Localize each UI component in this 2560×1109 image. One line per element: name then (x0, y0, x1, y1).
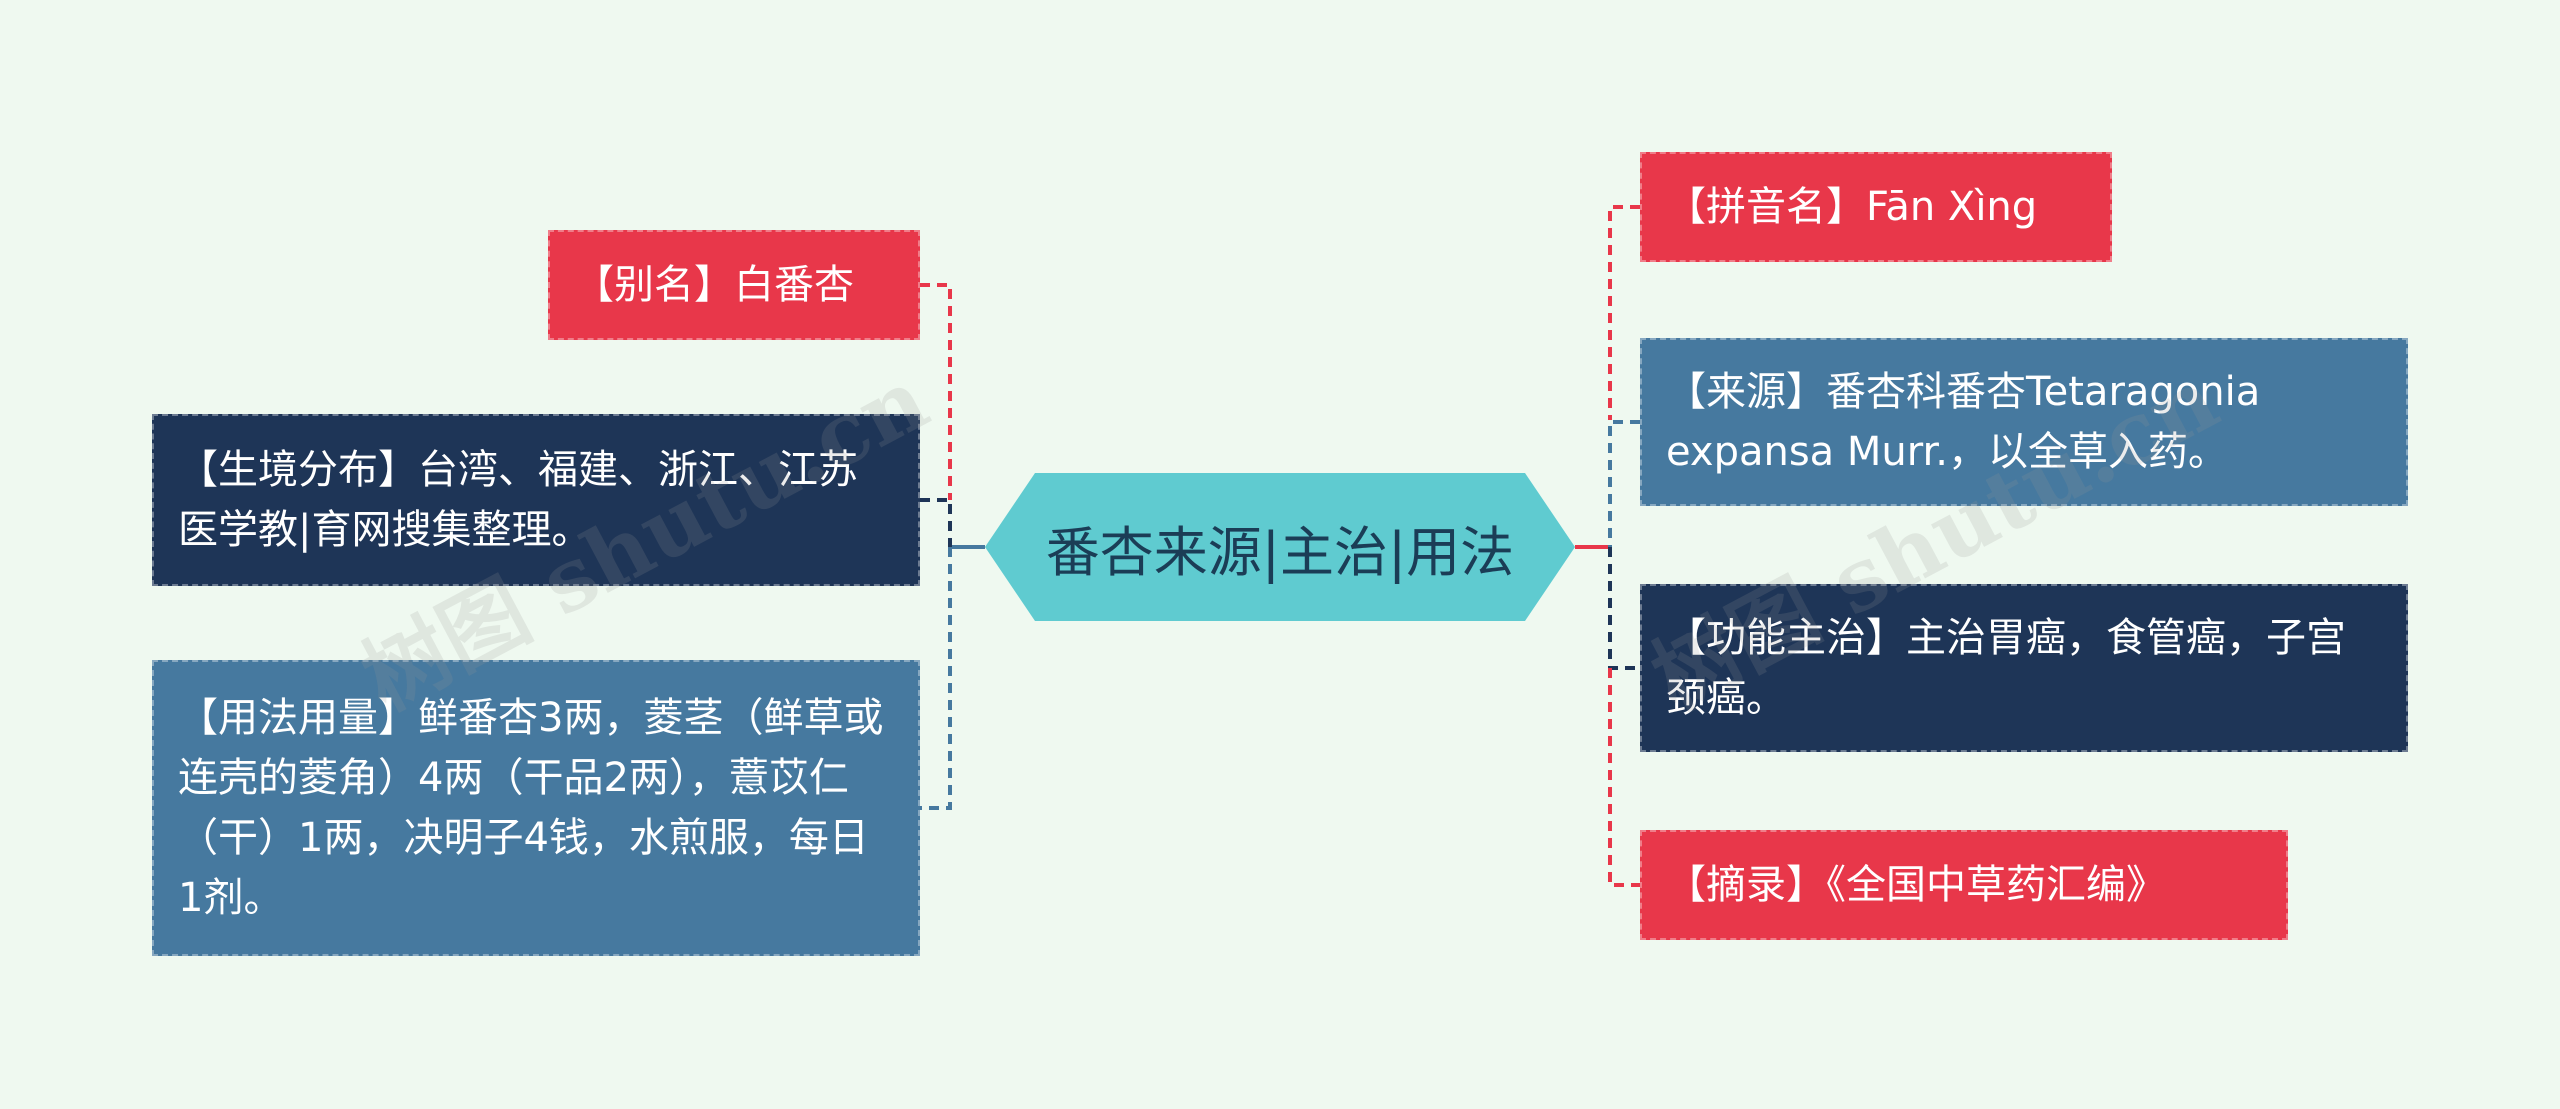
node-excerpt-text: 【摘录】《全国中草药汇编》 (1666, 862, 2166, 908)
connector-pinyin (1608, 205, 1640, 420)
node-source[interactable]: 【来源】番杏科番杏Tetaragonia expansa Murr.，以全草入药… (1640, 338, 2408, 506)
central-topic-label: 番杏来源|主治|用法 (1045, 520, 1515, 584)
node-pinyin-text: 【拼音名】Fān Xìng (1666, 184, 2038, 230)
node-excerpt[interactable]: 【摘录】《全国中草药汇编》 (1640, 830, 2288, 940)
connector-habitat (920, 498, 952, 547)
node-habitat[interactable]: 【生境分布】台湾、福建、浙江、江苏医学教|育网搜集整理。 (152, 414, 920, 586)
node-alias-text: 【别名】白番杏 (574, 262, 854, 308)
node-function-text: 【功能主治】主治胃癌，食管癌，子宫颈癌。 (1666, 615, 2346, 721)
node-alias[interactable]: 【别名】白番杏 (548, 230, 920, 340)
central-topic[interactable]: 番杏来源|主治|用法 (985, 473, 1575, 621)
node-function[interactable]: 【功能主治】主治胃癌，食管癌，子宫颈癌。 (1640, 584, 2408, 752)
node-pinyin[interactable]: 【拼音名】Fān Xìng (1640, 152, 2112, 262)
connector-usage (920, 547, 952, 810)
node-habitat-text: 【生境分布】台湾、福建、浙江、江苏医学教|育网搜集整理。 (178, 447, 858, 553)
connector-alias (920, 283, 952, 500)
connector-excerpt (1608, 668, 1640, 887)
node-usage-text: 【用法用量】鲜番杏3两，菱茎（鲜草或连壳的菱角）4两（干品2两），薏苡仁（干）1… (178, 695, 884, 921)
connector-function (1608, 547, 1640, 670)
node-source-text: 【来源】番杏科番杏Tetaragonia expansa Murr.，以全草入药… (1666, 369, 2261, 475)
node-usage[interactable]: 【用法用量】鲜番杏3两，菱茎（鲜草或连壳的菱角）4两（干品2两），薏苡仁（干）1… (152, 660, 920, 956)
connector-source (1608, 420, 1640, 547)
